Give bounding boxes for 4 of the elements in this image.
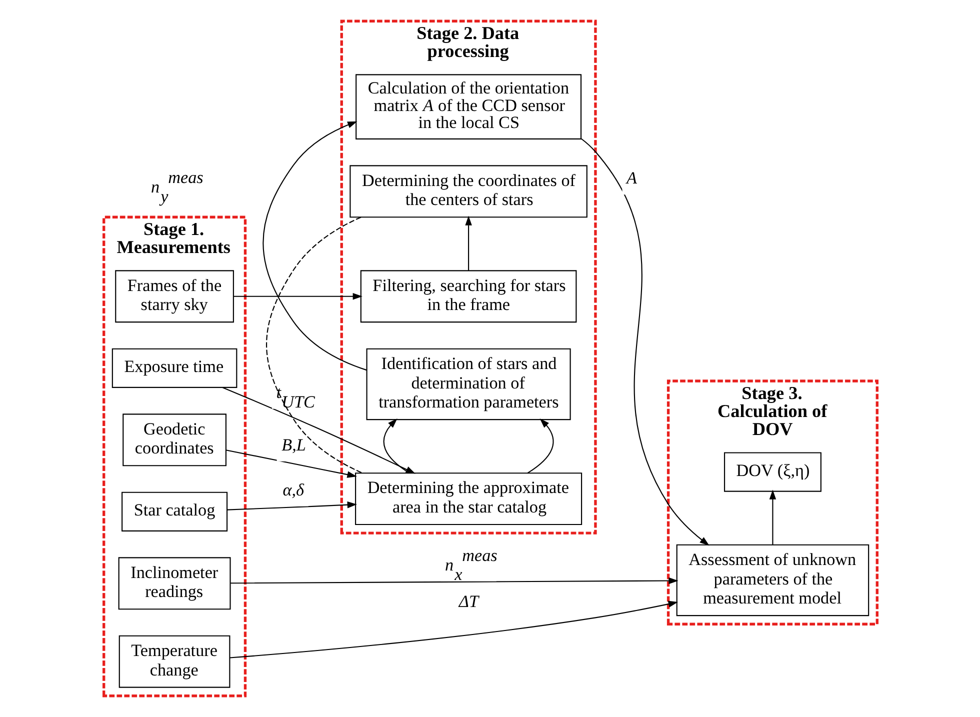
- edge-label: α,δ: [282, 480, 304, 500]
- edge-label: ΔT: [458, 592, 478, 611]
- edge-label: A: [626, 168, 636, 188]
- edge-label: B,L: [281, 435, 306, 454]
